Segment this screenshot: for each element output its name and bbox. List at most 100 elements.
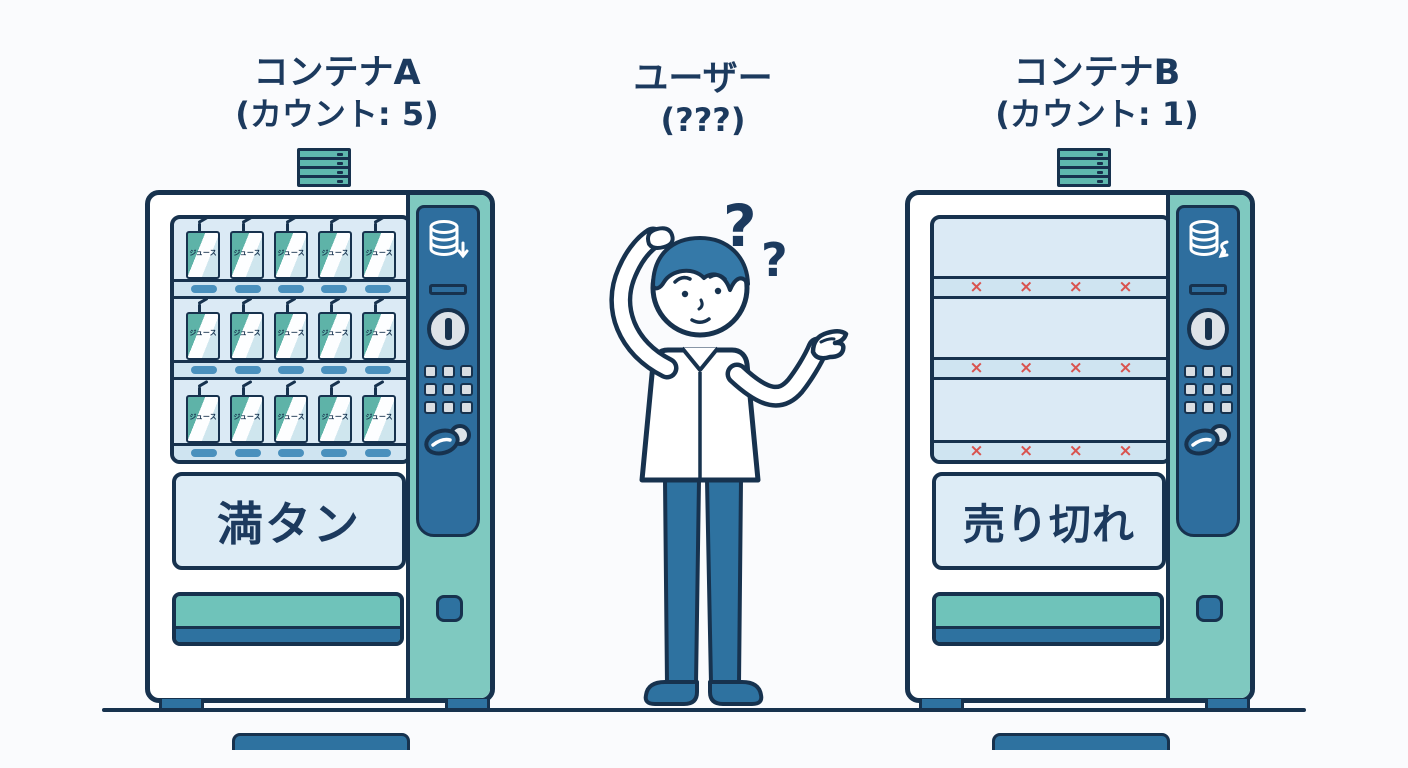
side-button: [436, 595, 463, 622]
machine-b-title-line1: コンテナB: [1013, 53, 1181, 93]
keypad-button: [441, 365, 455, 378]
juice-box: ジュース: [230, 386, 264, 443]
confused-user-figure: ? ?: [609, 192, 849, 706]
juice-box-label: ジュース: [321, 412, 349, 421]
tray-flap: [936, 626, 1160, 642]
control-panel: [416, 205, 480, 537]
user-count-label: (???): [660, 101, 746, 139]
juice-box: ジュース: [186, 223, 220, 280]
slot-pill: [277, 285, 304, 294]
mouth: [690, 317, 711, 324]
shelf-row: ××××: [934, 219, 1168, 300]
chimney-vent-dot: [1097, 162, 1103, 165]
machine-b-title: コンテナB (カウント: 1): [922, 52, 1272, 136]
machine-a-side-column: [406, 195, 490, 698]
chimney-vent-dot: [1097, 171, 1103, 174]
sold-out-x-icon: ×: [1118, 357, 1133, 378]
shelf-row: ××××: [934, 299, 1168, 380]
vending-machine-a: ジュースジュースジュースジュースジュースジュースジュースジュースジュースジュース…: [145, 148, 495, 750]
juice-box: ジュース: [186, 303, 220, 360]
control-panel: [1176, 205, 1240, 537]
keypad-button: [441, 383, 455, 396]
shelf-strip: ××××: [934, 439, 1168, 461]
chimney-vent-dot: [1097, 180, 1103, 183]
keypad-button: [441, 401, 455, 414]
scratching-hand: [646, 226, 675, 250]
juice-box-label: ジュース: [189, 329, 217, 338]
juice-box: ジュース: [230, 223, 264, 280]
shelf-row: ××××: [934, 380, 1168, 460]
coin-return-icon: [1184, 424, 1231, 456]
bill-slot: [429, 284, 467, 295]
juice-box-label: ジュース: [365, 412, 393, 421]
raised-arm: [613, 231, 674, 375]
keypad: [423, 365, 473, 414]
juice-box: ジュース: [230, 303, 264, 360]
question-mark-icon: ?: [723, 192, 757, 260]
chimney-vent-dot: [337, 153, 343, 156]
machine-a-shelf-window: ジュースジュースジュースジュースジュースジュースジュースジュースジュースジュース…: [170, 215, 412, 464]
open-hand: [810, 329, 849, 361]
shelf-area: ジュースジュースジュースジュースジュース: [174, 219, 408, 280]
keypad: [1183, 365, 1233, 414]
keypad-button: [423, 383, 437, 396]
machine-a-body: ジュースジュースジュースジュースジュースジュースジュースジュースジュースジュース…: [145, 190, 495, 750]
dispenser-tray: [932, 592, 1164, 646]
slot-pill: [234, 448, 261, 457]
kick-plate: [992, 733, 1170, 750]
juice-box: ジュース: [318, 386, 352, 443]
shelf-area: ジュースジュースジュースジュースジュース: [174, 380, 408, 443]
keypad-button: [423, 401, 437, 414]
chimney-vent-dot: [337, 171, 343, 174]
machine-b-count-label: (カウント: 1): [995, 95, 1199, 133]
coin-return-icon: [424, 424, 471, 456]
shelf-area: [934, 380, 1168, 440]
question-mark-icon: ?: [761, 233, 788, 287]
shelf-strip: ××××: [934, 356, 1168, 380]
ground-line: [102, 708, 1306, 712]
machine-a-count-label: (カウント: 5): [235, 95, 439, 133]
shelf-area: [934, 299, 1168, 356]
machine-a-status-text: 満タン: [217, 497, 361, 551]
keypad-button: [1201, 365, 1215, 378]
machine-a-title-line1: コンテナA: [253, 53, 421, 93]
right-eye: [714, 287, 722, 295]
right-leg: [705, 478, 743, 686]
kick-plate: [232, 733, 410, 750]
keypad-button: [459, 365, 473, 378]
sold-out-x-icon: ×: [969, 440, 984, 461]
juice-box: ジュース: [274, 386, 308, 443]
slot-pill: [191, 365, 218, 374]
sold-out-x-icon: ×: [1118, 440, 1133, 461]
coin-slot-icon: [1204, 318, 1212, 340]
sold-out-x-icon: ×: [1019, 440, 1034, 461]
left-eyebrow: [673, 275, 692, 284]
keypad-button: [1183, 401, 1197, 414]
keypad-button: [1219, 383, 1233, 396]
coin-insert: [1187, 308, 1229, 350]
juice-box-label: ジュース: [277, 412, 305, 421]
tray-flap: [176, 626, 400, 642]
keypad-button: [1201, 401, 1215, 414]
juice-box: ジュース: [186, 386, 220, 443]
juice-box-label: ジュース: [277, 329, 305, 338]
keypad-button: [1219, 401, 1233, 414]
machine-b-status-sign: 売り切れ: [932, 472, 1166, 570]
shelf-strip: ××××: [934, 276, 1168, 300]
juice-box-label: ジュース: [321, 249, 349, 258]
chimney-bar: [297, 175, 351, 187]
shelf-row: ジュースジュースジュースジュースジュース: [174, 219, 408, 300]
slot-pill: [321, 448, 348, 457]
juice-box: ジュース: [362, 223, 396, 280]
machine-b-shelf-window: ××××××××××××: [930, 215, 1172, 464]
right-eyebrow: [708, 273, 727, 281]
juice-box-label: ジュース: [277, 249, 305, 258]
bill-slot: [1189, 284, 1227, 295]
server-stack-chimney: [1057, 148, 1111, 187]
shelf-area: [934, 219, 1168, 276]
keypad-button: [1183, 383, 1197, 396]
chimney-vent-dot: [1097, 153, 1103, 156]
left-eye: [681, 290, 689, 298]
machine-b-status-text: 売り切れ: [962, 499, 1135, 549]
palm-line: [819, 337, 836, 344]
